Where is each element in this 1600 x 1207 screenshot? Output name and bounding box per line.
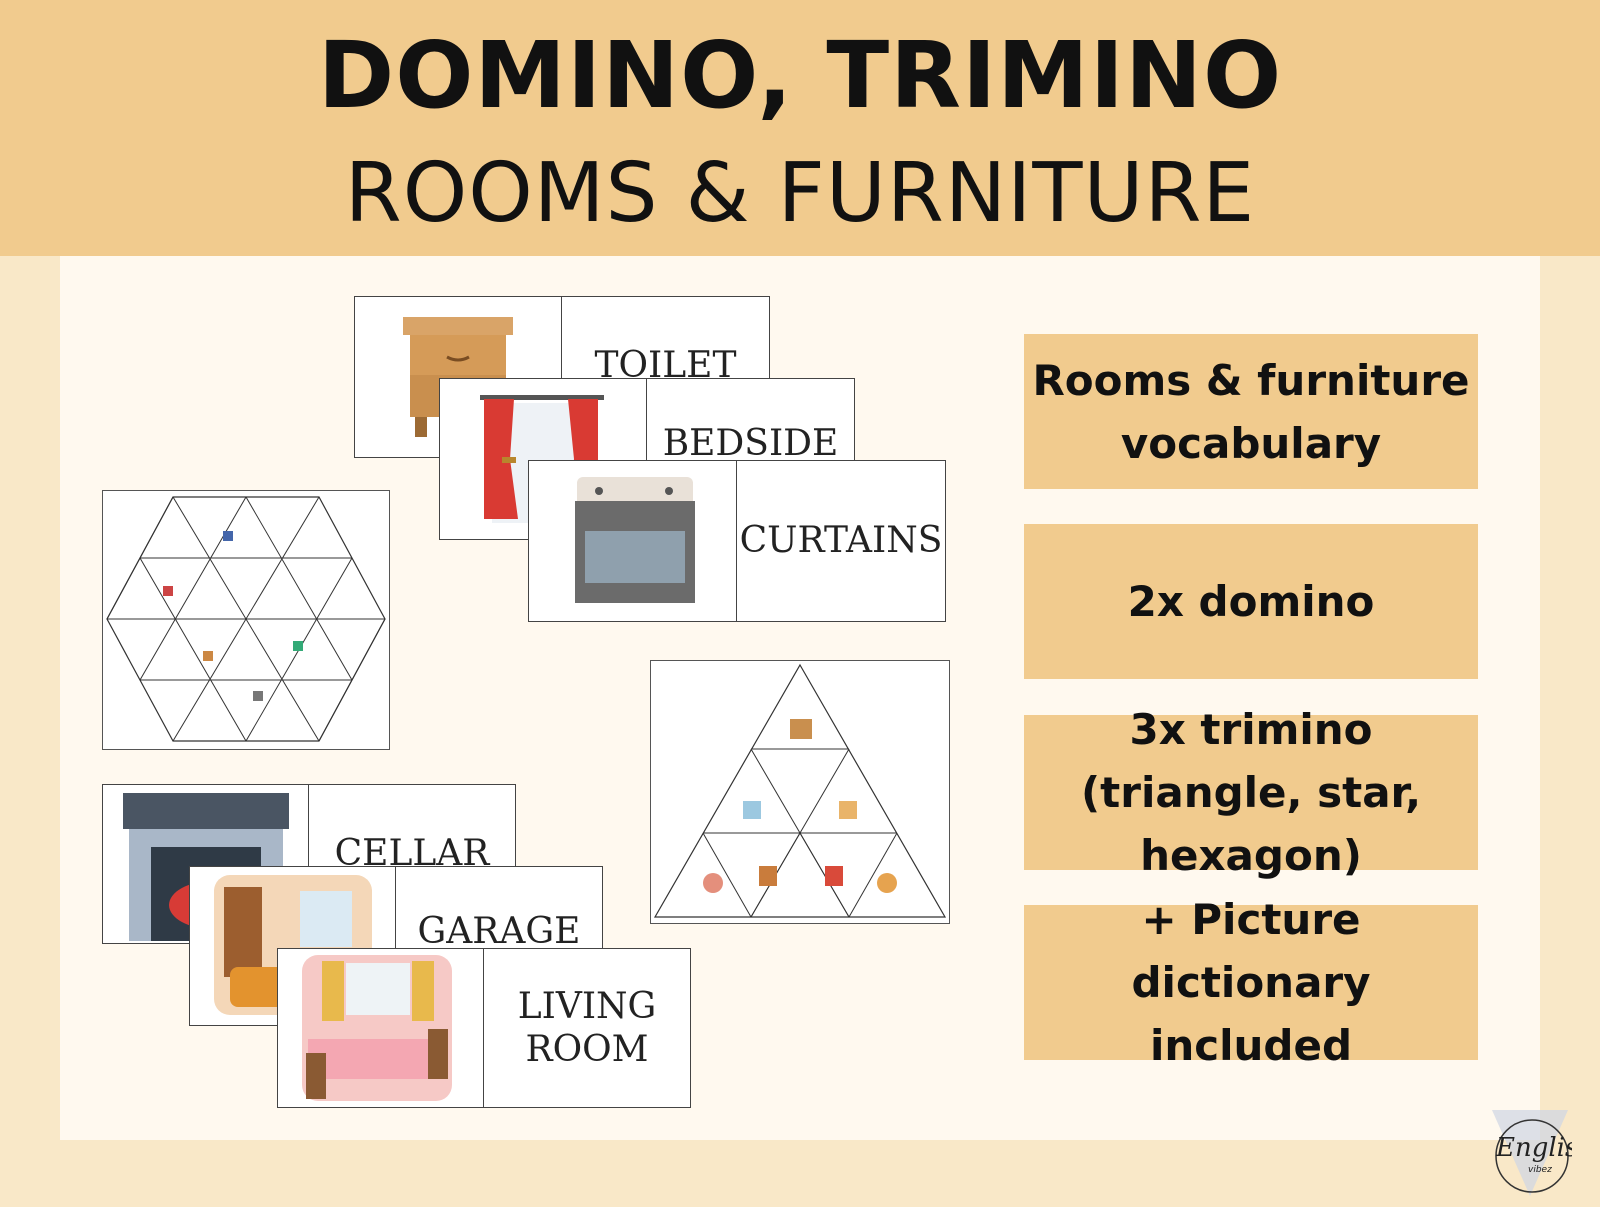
triangle-trimino-sample bbox=[650, 660, 950, 924]
page-title: DOMINO, TRIMINO bbox=[317, 22, 1283, 129]
feature-picture-dictionary: + Picture dictionary included bbox=[1024, 895, 1478, 1070]
domino-word: LIVING ROOM bbox=[517, 985, 657, 1070]
domino-word: GARAGE bbox=[417, 910, 581, 952]
feature-vocabulary: Rooms & furniture vocabulary bbox=[1024, 334, 1478, 489]
domino-card-living-room: LIVING ROOM bbox=[277, 948, 691, 1108]
svg-text:vibez: vibez bbox=[1528, 1165, 1552, 1175]
feature-domino: 2x domino bbox=[1024, 524, 1478, 679]
dining-room-illustration bbox=[278, 949, 484, 1107]
domino-card-curtains: CURTAINS bbox=[528, 460, 946, 622]
domino-word: CURTAINS bbox=[739, 520, 943, 562]
feature-trimino: 3x trimino (triangle, star, hexagon) bbox=[1024, 705, 1478, 880]
header-banner: DOMINO, TRIMINO ROOMS & FURNITURE bbox=[0, 0, 1600, 256]
svg-text:English: English bbox=[1495, 1133, 1572, 1163]
brand-logo: English vibez bbox=[1488, 1104, 1595, 1200]
cooker-illustration bbox=[529, 461, 737, 621]
hexagon-trimino-sample bbox=[102, 490, 390, 750]
domino-word: BEDSIDE bbox=[662, 422, 839, 464]
page-subtitle: ROOMS & FURNITURE bbox=[344, 146, 1256, 241]
